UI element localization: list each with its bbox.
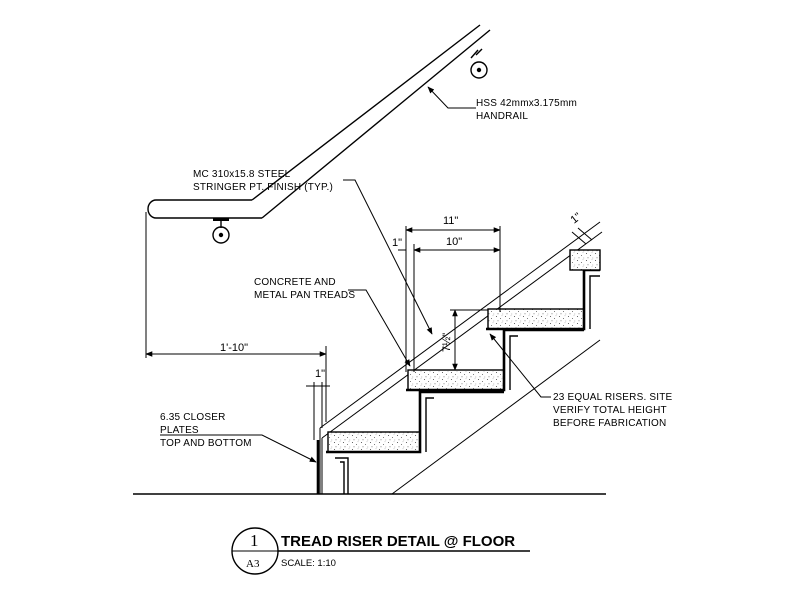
treads-callout: CONCRETE AND METAL PAN TREADS bbox=[254, 277, 411, 367]
closer-callout: 6.35 CLOSER PLATES TOP AND BOTTOM bbox=[160, 412, 317, 463]
closer-label-line2: PLATES bbox=[160, 425, 199, 436]
dimension-stringer-offset: 1" bbox=[568, 211, 593, 245]
nosing-dim: 1" bbox=[392, 237, 402, 249]
tread-3 bbox=[487, 308, 585, 330]
stringer-label-line1: MC 310x15.8 STEEL bbox=[193, 169, 291, 180]
tread-1 bbox=[327, 431, 421, 453]
tread-2 bbox=[407, 369, 505, 391]
dimension-nosing: 1" bbox=[392, 237, 406, 251]
stringer-offset-dim: 1" bbox=[568, 211, 583, 227]
handrail bbox=[147, 24, 491, 244]
dimension-tread-going: 10" bbox=[413, 236, 501, 372]
dimension-closer-offset: 1" bbox=[306, 368, 330, 440]
risers-label-line1: 23 EQUAL RISERS. SITE bbox=[553, 392, 673, 403]
treads-label-line1: CONCRETE AND bbox=[254, 277, 336, 288]
stringer-label-line2: STRINGER PT. FINISH (TYP.) bbox=[193, 182, 333, 193]
dimension-riser: 7½" bbox=[441, 309, 488, 371]
tread-4 bbox=[569, 249, 601, 271]
handrail-bracket-upper bbox=[470, 48, 488, 79]
tread-going-dim: 10" bbox=[446, 236, 462, 248]
detail-scale: SCALE: 1:10 bbox=[281, 558, 336, 569]
detail-number: 1 bbox=[250, 531, 259, 550]
handrail-label-line2: HANDRAIL bbox=[476, 111, 528, 122]
riser-height-dim: 7½" bbox=[441, 333, 453, 352]
sheet-reference: A3 bbox=[246, 558, 260, 570]
handrail-bracket-lower bbox=[212, 218, 230, 244]
dimension-handrail-extension: 1'-10" bbox=[145, 212, 327, 422]
handrail-callout: HSS 42mmx3.175mm HANDRAIL bbox=[427, 86, 577, 122]
stringer-callout: MC 310x15.8 STEEL STRINGER PT. FINISH (T… bbox=[193, 169, 433, 335]
closer-label-line3: TOP AND BOTTOM bbox=[160, 438, 252, 449]
handrail-label-line1: HSS 42mmx3.175mm bbox=[476, 98, 577, 109]
steel-stringers bbox=[319, 221, 603, 495]
risers-label-line3: BEFORE FABRICATION bbox=[553, 418, 666, 429]
closer-offset-dim: 1" bbox=[315, 368, 325, 380]
stair-steps bbox=[326, 249, 601, 494]
handrail-extension-dim: 1'-10" bbox=[220, 342, 248, 354]
closer-label-line1: 6.35 CLOSER bbox=[160, 412, 226, 423]
tread-overall-dim: 11" bbox=[443, 215, 458, 227]
title-block: 1 A3 TREAD RISER DETAIL @ FLOOR SCALE: 1… bbox=[231, 527, 530, 575]
risers-callout: 23 EQUAL RISERS. SITE VERIFY TOTAL HEIGH… bbox=[489, 333, 673, 429]
detail-title: TREAD RISER DETAIL @ FLOOR bbox=[281, 533, 515, 550]
treads-label-line2: METAL PAN TREADS bbox=[254, 290, 355, 301]
risers-label-line2: VERIFY TOTAL HEIGHT bbox=[553, 405, 667, 416]
